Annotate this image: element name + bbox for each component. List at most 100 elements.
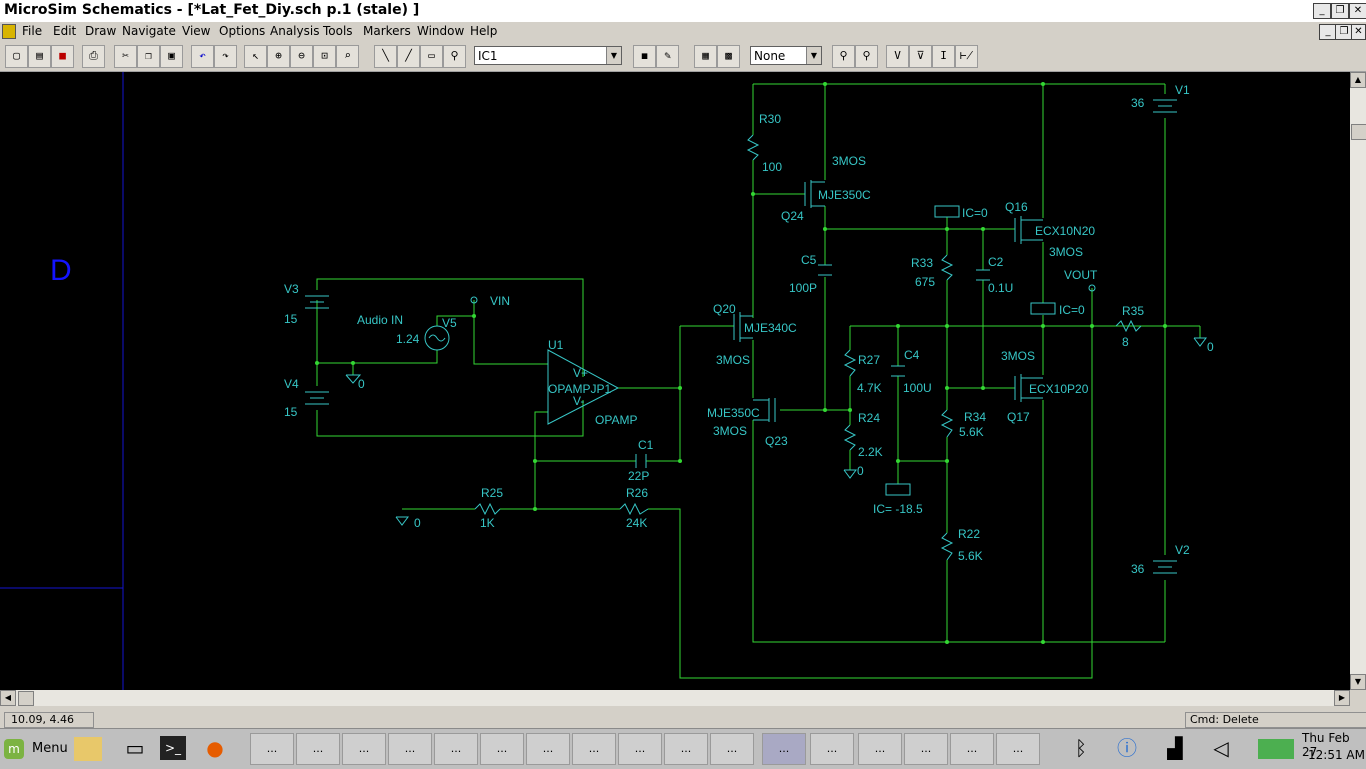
vertical-scrollbar[interactable]: ▲ ▼ <box>1350 72 1366 690</box>
current-marker-icon[interactable]: I <box>932 45 955 68</box>
redo-icon[interactable]: ↷ <box>214 45 237 68</box>
scroll-up-icon[interactable]: ▲ <box>1350 72 1366 88</box>
clock-date[interactable]: Thu Feb 27 <box>1302 731 1350 759</box>
edit-attributes-icon[interactable]: ◼ <box>633 45 656 68</box>
menu-window[interactable]: Window <box>417 24 465 38</box>
menu-markers[interactable]: Markers <box>363 24 411 38</box>
probe-current-icon[interactable]: ⚲ <box>855 45 878 68</box>
task-3[interactable]: ... <box>342 733 386 765</box>
task-4[interactable]: ... <box>388 733 432 765</box>
task-microsim-active[interactable]: ... <box>762 733 806 765</box>
marker-combo[interactable]: None ▼ <box>750 46 822 65</box>
task-10[interactable]: ... <box>664 733 708 765</box>
bluetooth-icon[interactable]: ᛒ <box>1075 736 1087 760</box>
task-16[interactable]: ... <box>950 733 994 765</box>
label-q23: Q23 <box>765 434 788 448</box>
probe-icon[interactable]: ⚲ <box>832 45 855 68</box>
menu-file[interactable]: File <box>22 24 43 38</box>
scroll-thumb[interactable] <box>1351 124 1366 140</box>
menu-bar: File Edit Draw Navigate View Options Ana… <box>0 22 1366 41</box>
menu-tools[interactable]: Tools <box>323 24 353 38</box>
label-u1-part: OPAMPJP1 <box>548 382 611 396</box>
firefox-icon[interactable]: ● <box>206 736 224 760</box>
network-signal-icon[interactable]: ▟ <box>1167 736 1183 760</box>
menu-analysis[interactable]: Analysis <box>270 24 320 38</box>
label-q17: Q17 <box>1007 410 1030 424</box>
doc-close-button[interactable]: ✕ <box>1351 24 1366 40</box>
task-15[interactable]: ... <box>904 733 948 765</box>
edit-symbol-icon[interactable]: ✎ <box>656 45 679 68</box>
draw-wire-icon[interactable]: ╲ <box>374 45 397 68</box>
mint-logo-icon: m <box>4 739 24 759</box>
undo-icon[interactable]: ↶ <box>191 45 214 68</box>
close-button[interactable]: ✕ <box>1349 3 1366 19</box>
zoom-fit-icon[interactable]: ⌕ <box>336 45 359 68</box>
hscroll-thumb[interactable] <box>18 691 34 706</box>
battery-icon[interactable] <box>1258 739 1294 759</box>
simulate-icon[interactable]: ▩ <box>717 45 740 68</box>
task-11[interactable]: ... <box>710 733 754 765</box>
chevron-down-icon[interactable]: ▼ <box>606 47 621 64</box>
task-9[interactable]: ... <box>618 733 662 765</box>
menu-navigate[interactable]: Navigate <box>122 24 176 38</box>
label-c1: C1 <box>638 438 654 452</box>
pointer-icon[interactable]: ↖ <box>244 45 267 68</box>
maximize-button[interactable]: ❐ <box>1331 3 1349 19</box>
part-combo[interactable]: IC1 ▼ <box>474 46 622 65</box>
scroll-down-icon[interactable]: ▼ <box>1350 674 1366 690</box>
start-menu-button[interactable]: m Menu <box>4 735 68 763</box>
terminal-icon[interactable]: >_ <box>160 736 186 760</box>
zoom-area-icon[interactable]: ⊡ <box>313 45 336 68</box>
volume-icon[interactable]: ◁ <box>1213 736 1229 760</box>
task-17[interactable]: ... <box>996 733 1040 765</box>
paste-icon[interactable]: ▣ <box>160 45 183 68</box>
get-part-icon[interactable]: ⚲ <box>443 45 466 68</box>
task-6[interactable]: ... <box>480 733 524 765</box>
menu-view[interactable]: View <box>182 24 211 38</box>
info-shield-icon[interactable]: ⓘ <box>1117 736 1137 760</box>
zoom-in-icon[interactable]: ⊕ <box>267 45 290 68</box>
save-icon[interactable]: ■ <box>51 45 74 68</box>
task-7[interactable]: ... <box>526 733 570 765</box>
label-r33: R33 <box>911 256 933 270</box>
task-1[interactable]: ... <box>250 733 294 765</box>
clock-time[interactable]: 12:51 AM <box>1308 748 1365 762</box>
voltage-diff-marker-icon[interactable]: ⊽ <box>909 45 932 68</box>
label-r30-value: 100 <box>762 160 782 174</box>
menu-edit[interactable]: Edit <box>53 24 77 38</box>
drive-icon[interactable]: ▭ <box>125 736 145 760</box>
open-folder-icon[interactable]: ▤ <box>28 45 51 68</box>
scroll-right-icon[interactable]: ▶ <box>1334 690 1350 706</box>
label-gnd-4: 0 <box>414 516 421 530</box>
task-2[interactable]: ... <box>296 733 340 765</box>
menu-draw[interactable]: Draw <box>85 24 117 38</box>
scroll-left-icon[interactable]: ◀ <box>0 690 16 706</box>
new-file-icon[interactable]: ▢ <box>5 45 28 68</box>
label-q17-model: 3MOS <box>1001 349 1035 363</box>
print-icon[interactable]: ⎙ <box>82 45 105 68</box>
chevron-down-icon[interactable]: ▼ <box>806 47 821 64</box>
menu-options[interactable]: Options <box>219 24 266 38</box>
schematic-canvas[interactable]: D <box>0 72 1350 690</box>
task-8[interactable]: ... <box>572 733 616 765</box>
task-13[interactable]: ... <box>810 733 854 765</box>
file-manager-icon[interactable] <box>74 737 102 761</box>
minimize-button[interactable]: _ <box>1313 3 1331 19</box>
label-v2-value: 36 <box>1131 562 1145 576</box>
voltage-marker-icon[interactable]: V <box>886 45 909 68</box>
menu-help[interactable]: Help <box>470 24 498 38</box>
copy-icon[interactable]: ❐ <box>137 45 160 68</box>
app-icon[interactable] <box>2 24 16 39</box>
task-5[interactable]: ... <box>434 733 478 765</box>
setup-analysis-icon[interactable]: ▦ <box>694 45 717 68</box>
cut-icon[interactable]: ✂ <box>114 45 137 68</box>
title-bar: MicroSim Schematics - [*Lat_Fet_Diy.sch … <box>0 0 1366 22</box>
task-14[interactable]: ... <box>858 733 902 765</box>
label-r22-value: 5.6K <box>958 549 983 563</box>
horizontal-scrollbar[interactable]: ◀ ▶ <box>0 690 1350 706</box>
label-c5-value: 100P <box>789 281 817 295</box>
zoom-out-icon[interactable]: ⊖ <box>290 45 313 68</box>
marker-options-icon[interactable]: ⊬ <box>955 45 978 68</box>
draw-block-icon[interactable]: ▭ <box>420 45 443 68</box>
draw-bus-icon[interactable]: ╱ <box>397 45 420 68</box>
